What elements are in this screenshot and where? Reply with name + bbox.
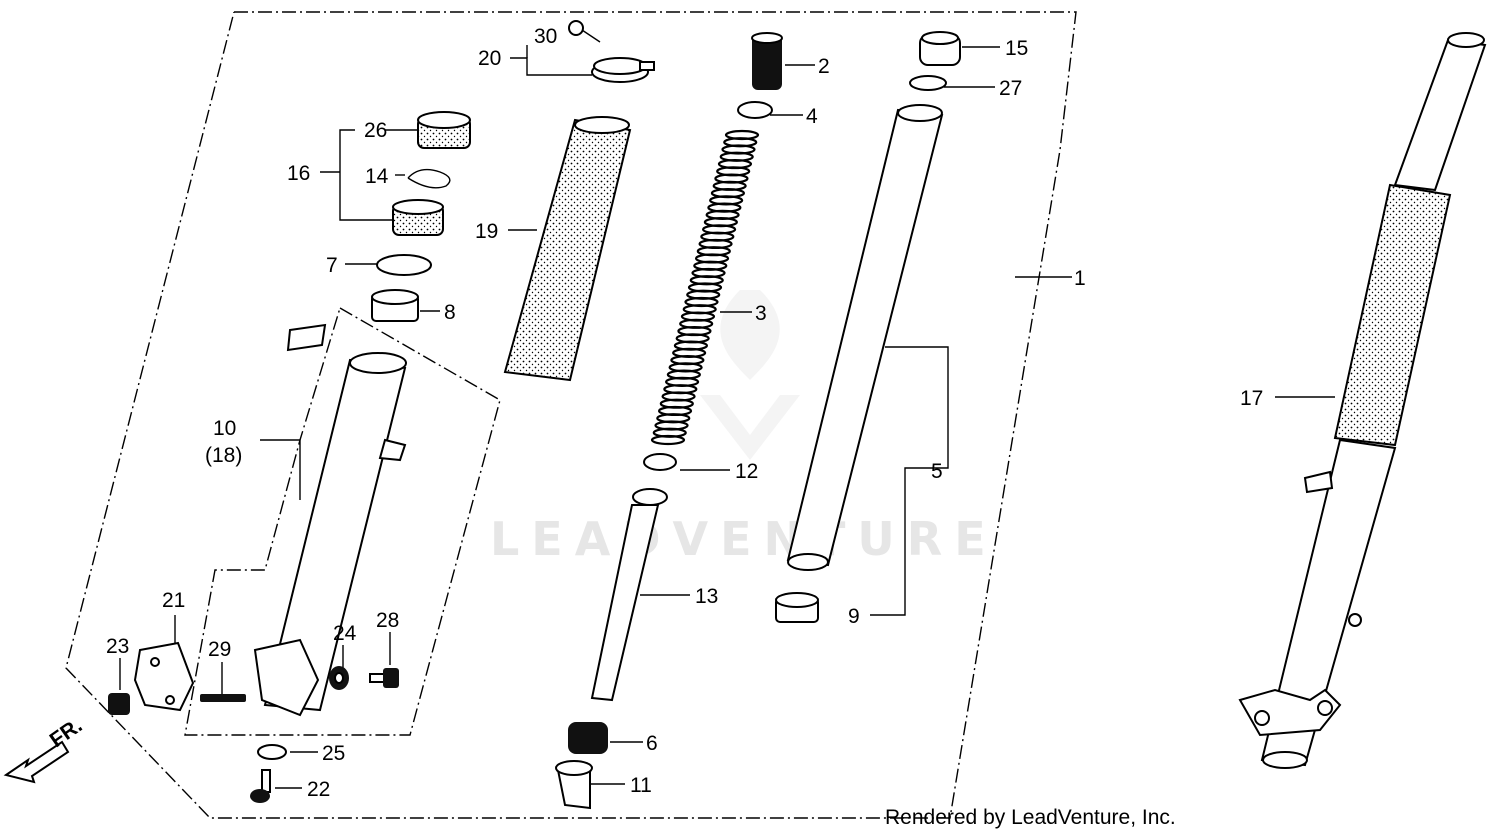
callout-1: 1: [1074, 267, 1086, 290]
part-23-nut: [108, 693, 130, 715]
part-16-oil-seal: [392, 199, 444, 236]
callout-3: 3: [755, 302, 767, 325]
part-30-bolt: [568, 20, 601, 43]
part-29-stud: [200, 694, 246, 702]
watermark-text: LEADVENTURE: [490, 512, 998, 566]
part-28-bolt: [369, 668, 399, 688]
callout-5: 5: [931, 460, 943, 483]
callout-30: 30: [534, 25, 557, 48]
part-20-clamp: [591, 57, 655, 83]
callout-29: 29: [208, 638, 231, 661]
callout-8: 8: [444, 301, 456, 324]
part-24-washer: [329, 666, 349, 690]
part-3-fork-spring: [650, 129, 760, 446]
callout-16: 16: [287, 162, 310, 185]
part-17-fork-assembly: [1238, 32, 1487, 769]
callout-23: 23: [106, 635, 129, 658]
callout-14: 14: [365, 165, 389, 188]
callout-18: (18): [205, 444, 242, 467]
part-9-bushing: [775, 592, 819, 623]
part-27-o-ring: [909, 75, 947, 91]
callout-22: 22: [307, 778, 330, 801]
spring-coil: [650, 434, 686, 446]
part-2-spring-collar: [751, 32, 783, 90]
callout-2: 2: [818, 55, 830, 78]
watermark-logo: [700, 290, 800, 460]
part-12-piston-ring: [643, 453, 677, 471]
callout-28: 28: [376, 609, 399, 632]
callout-19: 19: [475, 220, 498, 243]
callout-15: 15: [1005, 37, 1028, 60]
part-6-rebound-spring: [568, 722, 608, 754]
callout-25: 25: [322, 742, 345, 765]
part-11-oil-lock-piece: [555, 760, 593, 810]
part-13-damper-rod: [590, 488, 668, 702]
callout-4: 4: [806, 105, 818, 128]
callout-9: 9: [848, 605, 860, 628]
callout-labels: 1 2 3 4 5 6 7 8 9 10 (18) 11 12 13 14 15…: [106, 25, 1263, 801]
part-8-slider-bushing: [371, 289, 419, 322]
part-1-fork-tube: [786, 104, 944, 571]
callout-12: 12: [735, 460, 758, 483]
front-direction-arrow: [3, 740, 70, 784]
leader-lines: [119, 45, 1335, 789]
callout-17: 17: [1240, 387, 1263, 410]
front-arrow-label: FR.: [46, 714, 87, 752]
callout-11: 11: [630, 774, 652, 797]
callout-7: 7: [326, 254, 338, 277]
callout-6: 6: [646, 732, 658, 755]
part-14-circlip: [407, 168, 451, 189]
callout-24: 24: [333, 622, 357, 645]
credit-text: Rendered by LeadVenture, Inc.: [885, 806, 1176, 829]
part-4-washer: [737, 101, 773, 119]
part-15-cap-bolt: [919, 31, 961, 66]
part-26-dust-seal: [417, 111, 471, 149]
callout-13: 13: [695, 585, 718, 608]
part-decal-plate: [286, 323, 327, 352]
callout-10: 10: [213, 417, 236, 440]
part-21-axle-holder: [133, 641, 195, 712]
callout-26: 26: [364, 119, 387, 142]
part-19-dust-boot: [503, 116, 632, 382]
assembly-outline: [65, 11, 1077, 819]
callout-21: 21: [162, 589, 185, 612]
part-7-backup-ring: [376, 254, 432, 276]
callout-20: 20: [478, 47, 501, 70]
part-10-fork-slider: [253, 352, 407, 717]
part-22-bolt: [250, 769, 271, 803]
callout-27: 27: [999, 77, 1022, 100]
part-25-washer: [257, 744, 287, 760]
